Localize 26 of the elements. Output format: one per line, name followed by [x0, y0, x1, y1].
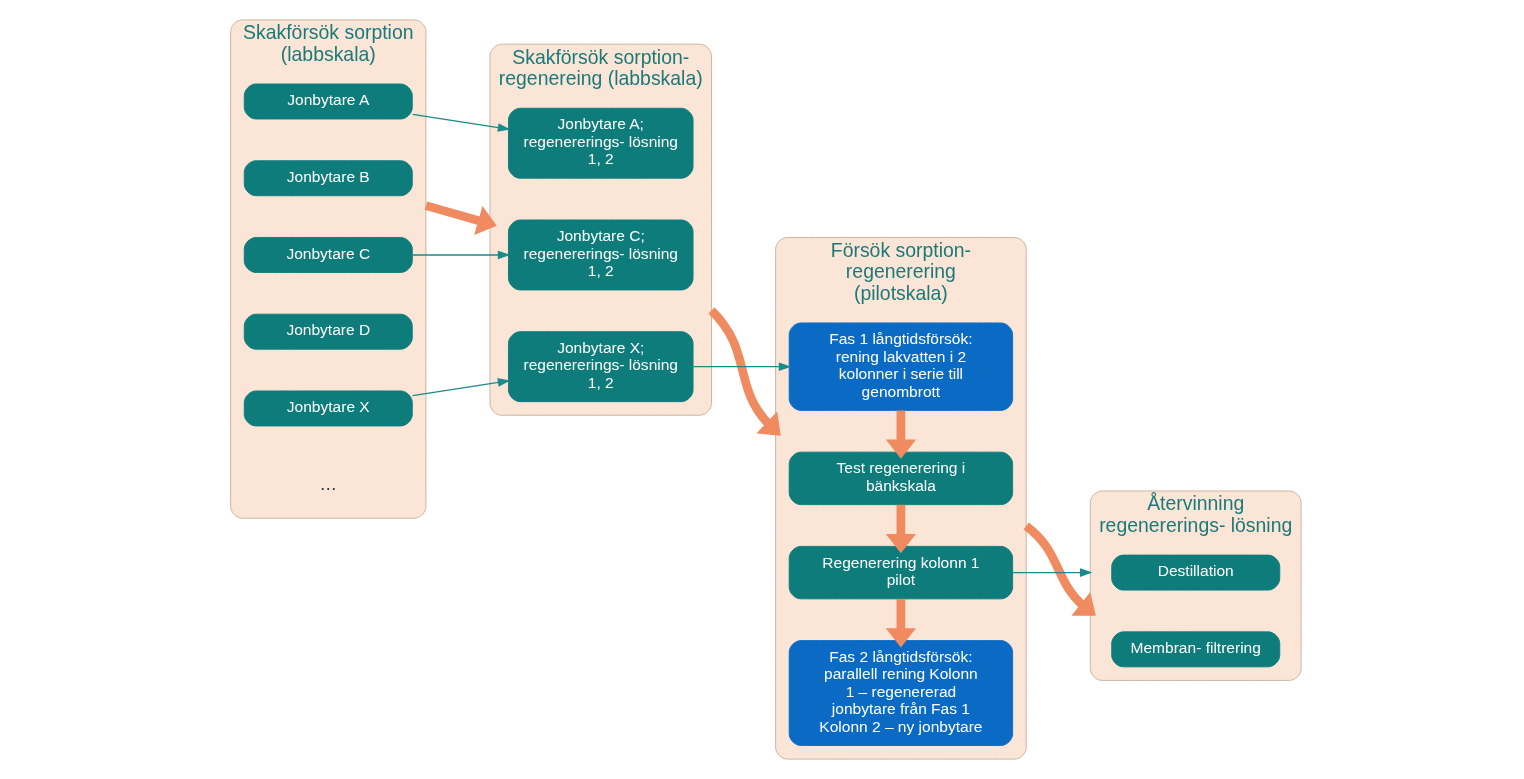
node-box: Destillation — [1111, 554, 1281, 591]
node-box: Jonbytare X — [243, 390, 413, 427]
arrow — [708, 307, 781, 436]
node-box: Membran- filtrering — [1111, 631, 1281, 668]
node-box: Fas 1 långtidsförsök: rening lakvatten i 2 kolonner i serie till genombrott — [788, 322, 1014, 411]
node-box: Jonbytare D — [243, 313, 413, 350]
node-box: Test regenerering i bänkskala — [788, 451, 1014, 506]
node-box: Jonbytare A — [243, 83, 413, 120]
arrow — [885, 599, 917, 648]
node-box: Jonbytare B — [243, 160, 413, 197]
arrow — [411, 378, 511, 397]
node-box: Jonbytare X; regenererings- lösning 1, 2 — [508, 331, 694, 403]
arrow — [424, 201, 497, 236]
node-box: Jonbytare C; regenererings- lösning 1, 2 — [508, 219, 694, 291]
arrow — [411, 113, 511, 132]
node-box: Fas 2 långtidsförsök: parallell rening Kolonn 1 – regenererad jonbytare från Fas 1 Kolonn 2 – ny jonbytare — [788, 640, 1014, 746]
arrow — [411, 250, 511, 260]
node-box: Jonbytare C — [243, 237, 413, 273]
node-box: Jonbytare A; regenererings- lösning 1, 2 — [508, 107, 694, 179]
node-box: Regenerering kolonn 1 pilot — [788, 545, 1014, 600]
arrow — [692, 362, 792, 372]
arrow — [885, 504, 917, 554]
arrow — [1012, 568, 1093, 577]
arrow — [1023, 522, 1096, 616]
label: … — [319, 474, 338, 495]
arrow — [885, 410, 917, 459]
